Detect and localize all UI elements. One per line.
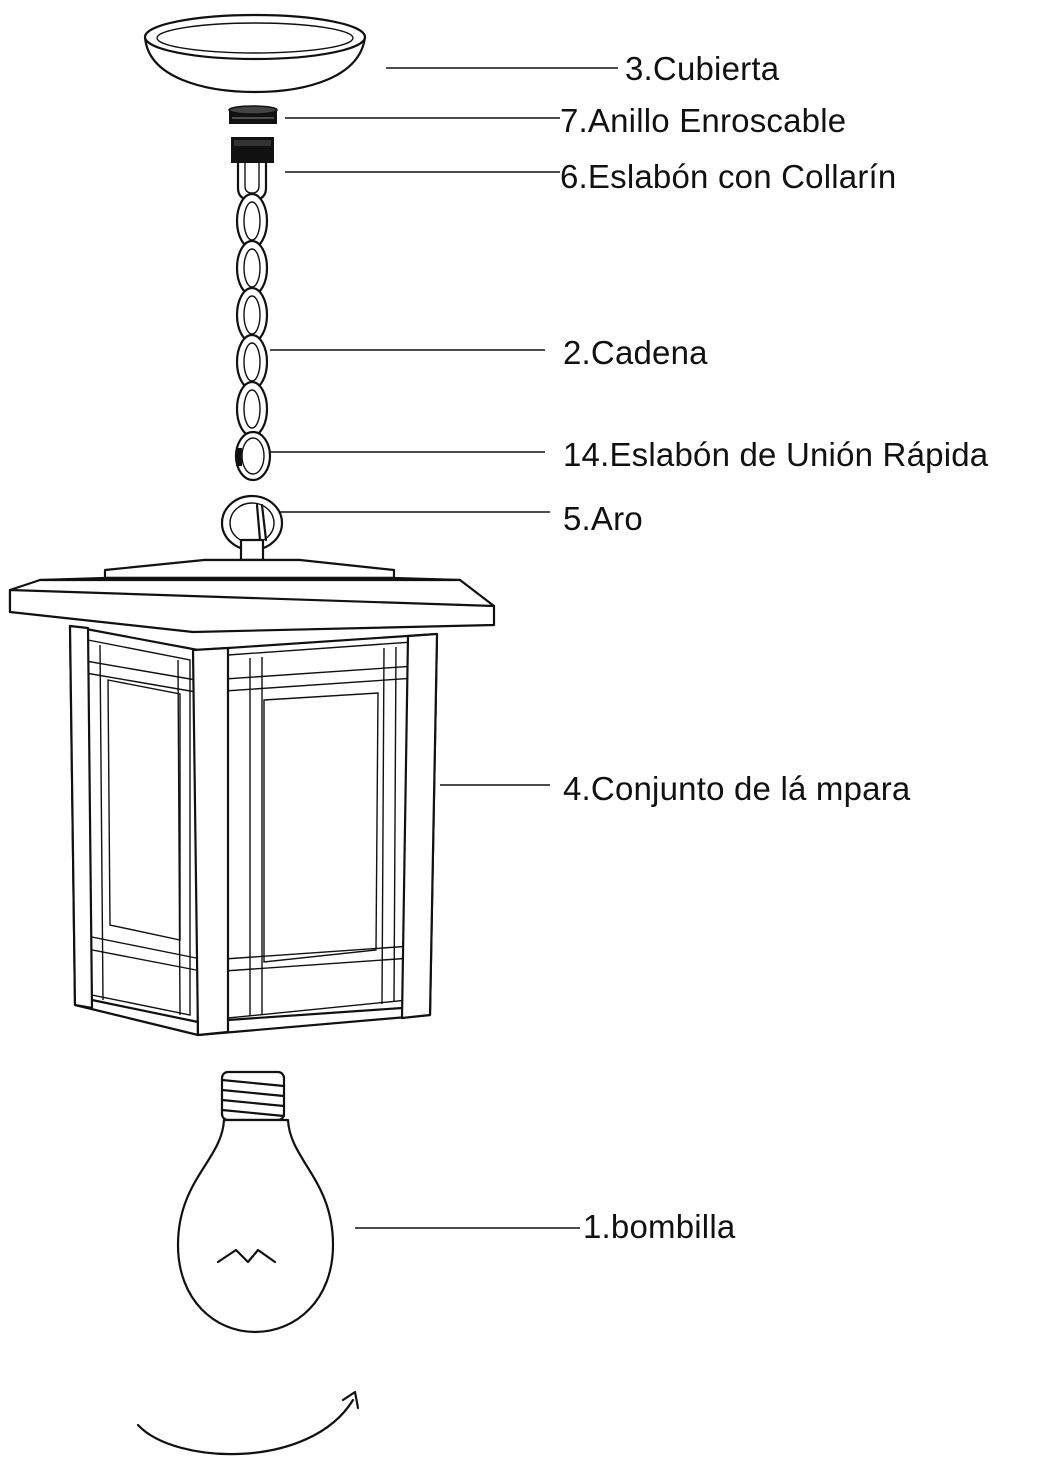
label-anillo-enroscable: 7.Anillo Enroscable <box>560 102 847 139</box>
label-cubierta: 3.Cubierta <box>625 50 780 87</box>
threaded-ring <box>228 105 278 124</box>
leader-lines <box>270 67 618 1229</box>
lantern-body <box>8 558 496 1037</box>
label-eslabon-union: 14.Eslabón de Unión Rápida <box>563 436 989 473</box>
label-cadena: 2.Cadena <box>563 334 708 371</box>
label-bombilla: 1.bombilla <box>583 1208 736 1245</box>
rotation-arrow-icon <box>136 1390 360 1456</box>
label-aro: 5.Aro <box>563 500 643 537</box>
collar-loop <box>231 137 274 202</box>
chain <box>235 192 269 438</box>
loop <box>220 494 284 562</box>
label-eslabon-collarin: 6.Eslabón con Collarín <box>560 158 897 195</box>
canopy <box>143 13 367 94</box>
quick-link <box>234 430 272 482</box>
light-bulb <box>176 1070 335 1334</box>
label-conjunto-lampara: 4.Conjunto de lá mpara <box>563 770 911 807</box>
